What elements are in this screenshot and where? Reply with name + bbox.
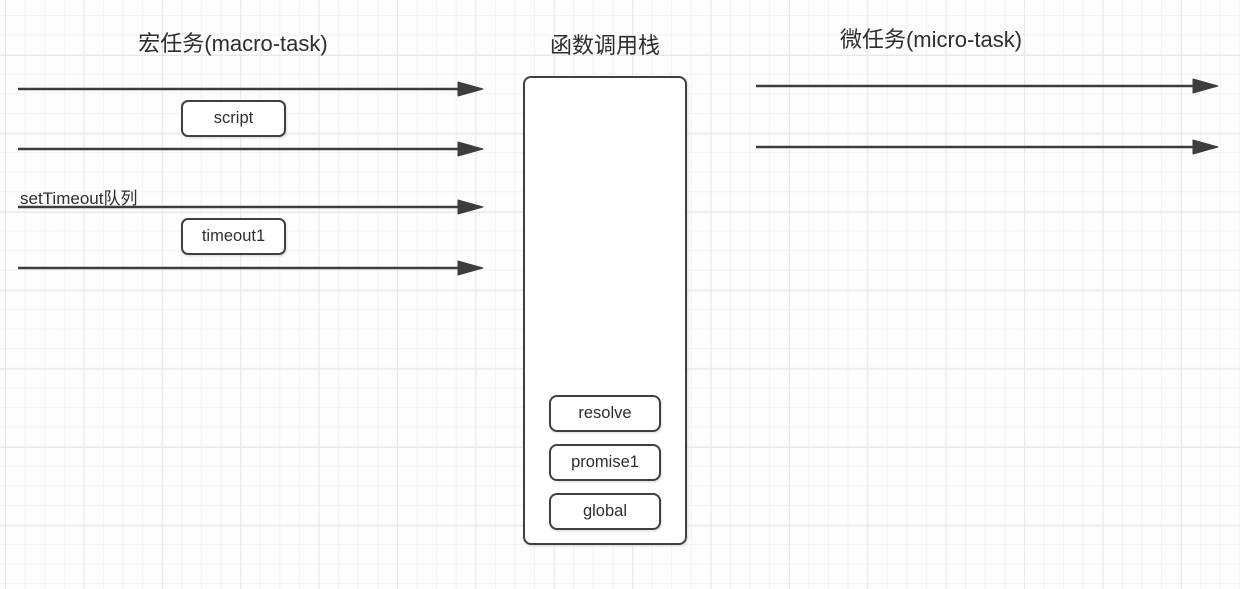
stack-frame-label: resolve xyxy=(578,404,632,422)
arrow-head-icon xyxy=(457,81,484,97)
arrow-head-icon xyxy=(457,141,484,157)
arrow-head-icon xyxy=(1192,139,1219,155)
stack-frame-promise1[interactable]: promise1 xyxy=(549,444,661,481)
arrow-head-icon xyxy=(457,199,484,215)
macro-queue-arrow-4[interactable] xyxy=(18,260,484,276)
macro-queue-arrow-2[interactable] xyxy=(18,141,484,157)
micro-queue-arrow-2[interactable] xyxy=(756,139,1219,155)
stack-frame-global[interactable]: global xyxy=(549,493,661,530)
micro-task-title: 微任务(micro-task) xyxy=(839,27,1023,52)
settimeout-queue-label: setTimeout队列 xyxy=(20,189,138,208)
settimeout-queue-arrow[interactable] xyxy=(18,199,484,215)
arrow-head-icon xyxy=(457,260,484,276)
macro-queue-arrow-1[interactable] xyxy=(18,81,484,97)
call-stack-title: 函数调用栈 xyxy=(549,33,660,58)
stack-frame-resolve[interactable]: resolve xyxy=(549,395,661,432)
micro-queue-arrow-1[interactable] xyxy=(756,78,1219,94)
macro-task-title: 宏任务(macro-task) xyxy=(138,31,328,56)
stack-frame-label: global xyxy=(582,502,628,520)
arrow-head-icon xyxy=(1192,78,1219,94)
macro-task-node-timeout1[interactable]: timeout1 xyxy=(181,218,286,255)
macro-task-node-label: timeout1 xyxy=(201,227,266,245)
stack-frame-label: promise1 xyxy=(571,453,639,471)
macro-task-node-label: script xyxy=(213,109,254,127)
macro-task-node-script[interactable]: script xyxy=(181,100,286,137)
